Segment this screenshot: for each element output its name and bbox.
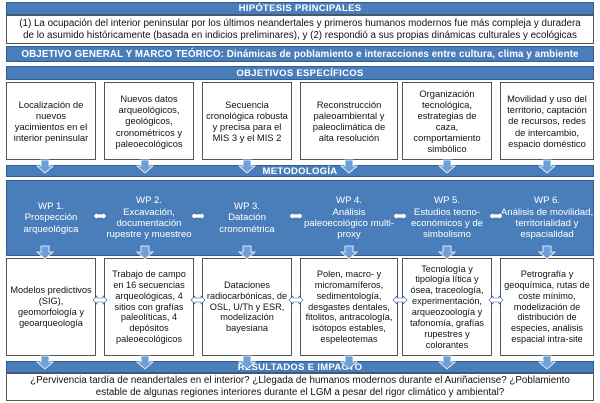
arrow-down-wp-6 [538,245,556,260]
arrow-down-obj-1 [36,159,54,174]
arrow-down-obj-2 [136,159,154,174]
wp-6: WP 6.Análisis de movilidad, territoriali… [500,182,594,254]
detalle-box-6: Petrografía y geoquímica, rutas de coste… [500,258,594,356]
resultados-text: ¿Pervivencia tardía de neandertales en e… [30,375,570,398]
arrow-down-obj-3 [238,159,256,174]
dbl-arrow-wp-2-3 [190,211,206,221]
wp-2-title: WP 2. [136,195,162,207]
detalle-text-6: Petrografía y geoquímica, rutas de coste… [504,268,590,345]
dbl-arrow-det-1-2 [92,295,108,305]
wp-1: WP 1.Prospección arqueológica [6,182,96,254]
objetivo-text-3: Secuencia cronológica robusta y precisa … [206,98,288,144]
objetivo-text-2: Nuevos datos arqueológicos, geológicos, … [115,93,183,149]
detalle-box-3: Dataciones radiocarbónicas, de OSL, U/Th… [202,258,292,356]
dbl-arrow-det-3-4 [288,295,304,305]
objetivo-text-1: Localización de nuevos yacimientos en el… [13,98,89,144]
objetivo-text-6: Movilidad y uso del territorio, captació… [507,93,587,149]
detalle-text-3: Dataciones radiocarbónicas, de OSL, U/Th… [206,279,288,334]
objetivo-text-4: Reconstrucción paleoambiental y paleocli… [312,98,386,144]
detalle-text-2: Trabajo de campo en 16 secuencias arqueo… [112,268,186,345]
objetivos-especificos-label: OBJETIVOS ESPECÍFICOS [236,67,364,79]
arrow-down-res-3 [238,355,256,370]
arrow-down-res-2 [136,355,154,370]
detalle-text-4: Polen, macro- y micromamíferos, sediment… [305,268,393,345]
dbl-arrow-wp-5-6 [488,211,504,221]
arrow-down-wp-3 [238,245,256,260]
dbl-arrow-wp-3-4 [288,211,304,221]
wp-3: WP 3.Datación cronométrica [202,182,292,254]
hipotesis-header: HIPÓTESIS PRINCIPALES [6,2,594,15]
arrow-down-wp-2 [136,245,154,260]
detalle-box-5: Tecnología y tipología lítica y ósea, tr… [402,258,492,356]
objetivo-general-bar: OBJETIVO GENERAL Y MARCO TEÓRICO: Dinámi… [6,46,594,62]
hipotesis-text: (1) La ocupación del interior peninsular… [19,17,581,41]
objetivo-box-2: Nuevos datos arqueológicos, geológicos, … [104,82,194,160]
arrow-down-res-5 [438,355,456,370]
wp-4: WP 4.Análisis paleoecológico multi-proxy [300,182,398,254]
wp-5-body: Estudios tecno-económicos y de simbolism… [411,206,483,241]
arrow-down-res-6 [538,355,556,370]
detalle-box-4: Polen, macro- y micromamíferos, sediment… [300,258,398,356]
arrow-down-obj-4 [340,159,358,174]
objetivo-general-label: OBJETIVO GENERAL Y MARCO TEÓRICO [21,48,221,60]
arrow-down-wp-1 [36,245,54,260]
detalle-text-1: Modelos predictivos (SIG), geomorfología… [10,285,92,328]
objetivos-especificos-header: OBJETIVOS ESPECÍFICOS [6,66,594,80]
objetivo-box-1: Localización de nuevos yacimientos en el… [6,82,96,160]
arrow-down-res-1 [36,355,54,370]
wp-5-title: WP 5. [434,195,460,207]
dbl-arrow-det-2-3 [190,295,206,305]
hipotesis-header-label: HIPÓTESIS PRINCIPALES [238,3,362,14]
detalle-box-2: Trabajo de campo en 16 secuencias arqueo… [104,258,194,356]
detalle-box-1: Modelos predictivos (SIG), geomorfología… [6,258,96,356]
dbl-arrow-det-5-6 [488,295,504,305]
resultados-label: RESULTADOS E IMPACTO [237,361,363,373]
wp-1-title: WP 1. [38,201,64,213]
objetivo-box-4: Reconstrucción paleoambiental y paleocli… [300,82,398,160]
detalle-text-5: Tecnología y tipología lítica y ósea, tr… [409,263,485,350]
wp-4-title: WP 4. [336,195,362,207]
wp-6-body: Análisis de movilidad, territorialidad y… [500,206,594,241]
objetivo-general-text: : Dinámicas de poblamiento e interaccion… [220,48,579,60]
arrow-down-wp-4 [340,245,358,260]
wp-2-body: Excavación, documentación rupestre y mue… [106,206,192,241]
objetivo-text-5: Organización tecnológica, estrategias de… [413,87,481,155]
hipotesis-box: (1) La ocupación del interior peninsular… [6,15,594,44]
arrow-down-obj-6 [538,159,556,174]
arrow-down-wp-5 [438,245,456,260]
wp-1-body: Prospección arqueológica [23,212,79,235]
wp-2: WP 2.Excavación, documentación rupestre … [104,182,194,254]
dbl-arrow-wp-4-5 [392,211,408,221]
wp-5: WP 5.Estudios tecno-económicos y de simb… [402,182,492,254]
resultados-box: ¿Pervivencia tardía de neandertales en e… [6,373,594,401]
arrow-down-obj-5 [438,159,456,174]
objetivo-box-3: Secuencia cronológica robusta y precisa … [202,82,292,160]
metodologia-label: METODOLOGÍA [262,165,338,177]
wp-4-body: Análisis paleoecológico multi-proxy [303,206,395,241]
dbl-arrow-det-4-5 [392,295,408,305]
objetivo-box-6: Movilidad y uso del territorio, captació… [500,82,594,160]
objetivo-box-5: Organización tecnológica, estrategias de… [402,82,492,160]
wp-3-title: WP 3. [234,201,260,213]
wp-6-title: WP 6. [534,195,560,207]
dbl-arrow-wp-1-2 [92,211,108,221]
wp-3-body: Datación cronométrica [219,212,275,235]
arrow-down-res-4 [340,355,358,370]
